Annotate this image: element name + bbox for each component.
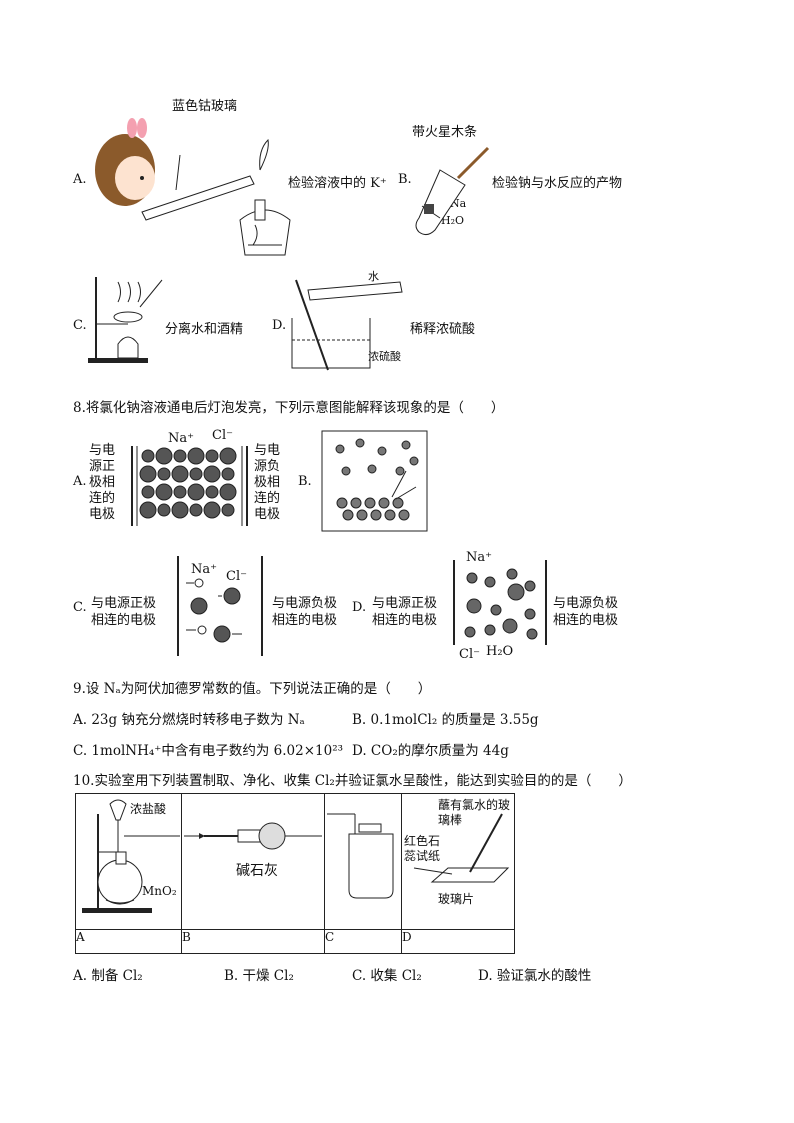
electrode-label-negative: 相连的电极 xyxy=(272,613,338,628)
q9-option-b: B. 0.1molCl₂ 的质量是 3.55g xyxy=(352,712,539,728)
apparatus-table: 浓盐酸 MnO₂ 碱石灰 xyxy=(75,793,515,954)
figure-label: 浓硫酸 xyxy=(368,350,401,363)
drying-tube-figure xyxy=(184,822,322,850)
q10-option-b: B. 干燥 Cl₂ xyxy=(224,968,294,984)
evaporation-figure xyxy=(88,277,163,363)
q9-option-a: A. 23g 钠充分燃烧时转移电子数为 Nₐ xyxy=(73,712,305,728)
figure-label: 蘸有氯水的玻璃棒 xyxy=(438,798,511,827)
q10-option-d: D. 验证氯水的酸性 xyxy=(478,968,592,984)
gas-collection-bottle-figure xyxy=(327,813,394,899)
figure-label: 碱石灰 xyxy=(236,863,278,879)
ion-label-na: Na⁺ xyxy=(191,562,217,577)
ion-label-na: Na⁺ xyxy=(466,550,492,565)
question-9-stem: 9.设 Nₐ为阿伏加德罗常数的值。下列说法正确的是（ ） xyxy=(73,681,432,697)
question-10-stem: 10.实验室用下列装置制取、净化、收集 Cl₂并验证氯水呈酸性，能达到实验目的的… xyxy=(73,773,632,789)
question-8-stem: 8.将氯化钠溶液通电后灯泡发亮，下列示意图能解释该现象的是（ ） xyxy=(73,400,505,416)
apparatus-d-cell: D xyxy=(401,929,515,954)
q10-option-c: C. 收集 Cl₂ xyxy=(352,968,422,984)
electrode-label-negative: 与电源负极 xyxy=(272,596,338,611)
option-letter: C. xyxy=(73,318,87,333)
acidity-test-figure xyxy=(413,813,510,883)
electrode-label-negative: 与电源负极相连的电极 xyxy=(254,443,281,522)
q9-option-d: D. CO₂的摩尔质量为 44g xyxy=(352,743,509,759)
apparatus-d-figure: 蘸有氯水的玻璃棒 红色石蕊试纸 玻璃片 xyxy=(401,793,515,930)
electrode-label-positive: 与电源正极 xyxy=(91,596,157,611)
ion-label-na: Na⁺ xyxy=(168,431,194,446)
ion-migration-diagram xyxy=(177,556,263,656)
option-letter: D. xyxy=(352,600,367,615)
dissolution-diagram xyxy=(321,430,428,532)
q10-option-a: A. 制备 Cl₂ xyxy=(73,968,143,984)
figure-label: H₂O xyxy=(441,214,465,227)
option-letter: B. xyxy=(298,474,312,489)
apparatus-c-figure xyxy=(324,793,402,930)
ion-label-cl: Cl⁻ xyxy=(226,569,247,584)
ion-label-cl: Cl⁻ xyxy=(459,647,480,662)
option-caption: 分离水和酒精 xyxy=(165,322,244,337)
dilution-figure xyxy=(291,279,403,371)
electrode-label-positive: 与电源正极 xyxy=(372,596,438,611)
option-caption: 检验溶液中的 K⁺ xyxy=(288,176,387,191)
ion-label-cl: Cl⁻ xyxy=(212,428,233,443)
figure-label: 水 xyxy=(368,270,379,283)
option-letter: B. xyxy=(398,172,412,187)
hydrated-ion-diagram xyxy=(453,560,547,645)
electrode-label-negative: 相连的电极 xyxy=(553,613,619,628)
apparatus-c-cell: C xyxy=(324,929,402,954)
option-letter: D. xyxy=(272,318,287,333)
test-tube-figure xyxy=(415,146,490,236)
figure-label: 蓝色钴玻璃 xyxy=(172,99,238,114)
solid-nacl-lattice xyxy=(131,446,248,526)
apparatus-a-cell: A xyxy=(75,929,182,954)
option-letter: A. xyxy=(73,172,87,187)
figure-label: 浓盐酸 xyxy=(130,802,167,816)
flame-test-figure xyxy=(95,118,291,256)
option-letter: C. xyxy=(73,600,87,615)
chlorine-generator-figure xyxy=(82,799,180,913)
figure-label: 玻璃片 xyxy=(438,892,475,906)
electrode-label-positive: 相连的电极 xyxy=(372,613,438,628)
figure-label: 红色石蕊试纸 xyxy=(404,834,441,863)
apparatus-b-cell: B xyxy=(181,929,325,954)
apparatus-a-figure: 浓盐酸 MnO₂ xyxy=(75,793,182,930)
q9-option-c: C. 1molNH₄⁺中含有电子数约为 6.02×10²³ xyxy=(73,743,344,759)
electrode-label-negative: 与电源负极 xyxy=(553,596,619,611)
option-letter: A. xyxy=(73,474,87,489)
electrode-label-positive: 相连的电极 xyxy=(91,613,157,628)
water-label: H₂O xyxy=(486,644,514,659)
figure-label: MnO₂ xyxy=(142,884,177,898)
figure-label: 带火星木条 xyxy=(412,125,478,140)
apparatus-b-figure: 碱石灰 xyxy=(181,793,325,930)
electrode-label-positive: 与电源正极相连的电极 xyxy=(89,443,116,522)
option-caption: 稀释浓硫酸 xyxy=(410,322,476,337)
option-caption: 检验钠与水反应的产物 xyxy=(492,176,623,191)
